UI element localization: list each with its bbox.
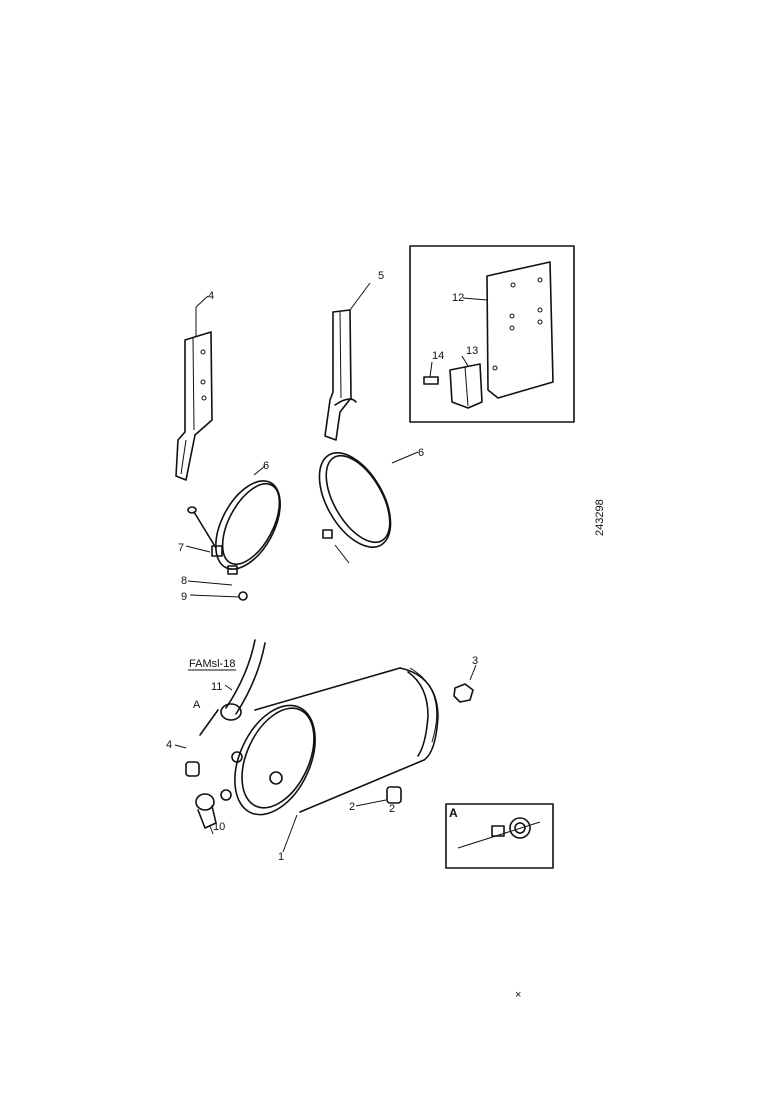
part-reference-label: FAMsl-18: [189, 658, 235, 670]
callout-9: 9: [181, 591, 187, 603]
callout-13: 13: [466, 345, 478, 357]
callout-6-right: 6: [418, 447, 424, 459]
callout-6-left: 6: [263, 460, 269, 472]
callout-12: 12: [452, 292, 464, 304]
callout-2b: 2: [389, 803, 395, 815]
callout-8: 8: [181, 575, 187, 587]
detail-inset-a: [445, 803, 554, 869]
inset-a-label: A: [449, 806, 458, 820]
callout-5: 5: [378, 270, 384, 282]
hose-part-11: [220, 639, 266, 721]
callout-10: 10: [213, 821, 225, 833]
callout-1: 1: [278, 851, 284, 863]
bracket-part-5: [324, 282, 371, 441]
callout-11: 11: [211, 681, 222, 693]
ring-part-6-right: [318, 451, 419, 564]
callout-14: 14: [432, 350, 444, 362]
drawing-code: 243298: [594, 499, 606, 536]
corner-mark: ×: [515, 989, 521, 1001]
elbow-part-10: [195, 709, 219, 835]
callout-4: 4: [208, 290, 214, 302]
callout-3: 3: [472, 655, 478, 667]
plugs-2-3-4: [174, 664, 477, 807]
bracket-part-4: [175, 295, 213, 481]
callout-2: 2: [349, 801, 355, 813]
ring-part-6-left: [215, 465, 281, 570]
callout-a: A: [193, 699, 201, 711]
callout-4b: 4: [166, 739, 172, 751]
fastener-set-7-8-9: [185, 506, 248, 601]
tank-part-1: [220, 667, 439, 816]
callout-7: 7: [178, 542, 184, 554]
inset-plate-assembly: [409, 245, 575, 423]
